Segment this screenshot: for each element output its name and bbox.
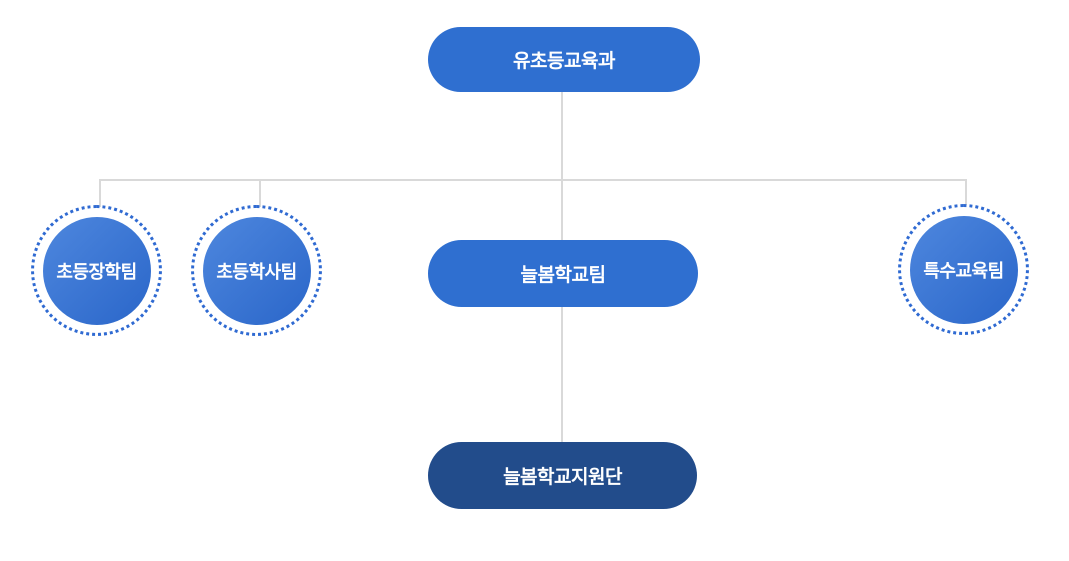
connector-stub-supervision bbox=[99, 179, 101, 207]
node-support-group-label: 늘봄학교지원단 bbox=[503, 467, 622, 488]
node-team-special-education-label: 특수교육팀 bbox=[923, 260, 1004, 281]
node-team-neulbom-label: 늘봄학교팀 bbox=[520, 265, 606, 286]
node-team-academic: 초등학사팀 bbox=[191, 205, 322, 336]
connector-stub-special bbox=[965, 179, 967, 205]
team-circle: 초등장학팀 bbox=[42, 216, 151, 325]
connector-stub-academic bbox=[259, 179, 261, 207]
node-root-department: 유초등교육과 bbox=[428, 27, 700, 92]
connector-neulbom-to-support bbox=[561, 307, 563, 443]
node-root-label: 유초등교육과 bbox=[513, 51, 615, 72]
team-circle: 초등학사팀 bbox=[202, 216, 311, 325]
connector-branch-horizontal bbox=[99, 179, 967, 181]
node-team-neulbom: 늘봄학교팀 bbox=[428, 240, 698, 307]
node-team-supervision: 초등장학팀 bbox=[31, 205, 162, 336]
node-support-group: 늘봄학교지원단 bbox=[428, 442, 697, 509]
node-team-supervision-label: 초등장학팀 bbox=[56, 261, 137, 282]
node-team-special-education: 특수교육팀 bbox=[898, 204, 1029, 335]
node-team-academic-label: 초등학사팀 bbox=[216, 261, 297, 282]
team-circle: 특수교육팀 bbox=[909, 215, 1018, 324]
connector-root-vertical bbox=[561, 92, 563, 240]
